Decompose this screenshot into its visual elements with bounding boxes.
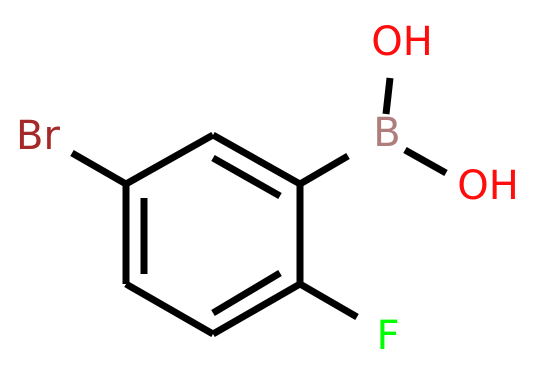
- ring-bond-c5-c6: [124, 280, 215, 338]
- ring-bond-c4-c5: [211, 280, 302, 338]
- hydroxyl-top-label: OH: [371, 19, 433, 65]
- bond-ring-to-fluorine: [298, 280, 359, 321]
- bromine-label: Br: [16, 113, 60, 159]
- bond-boron-to-oh-top: [382, 77, 394, 115]
- bond-boron-to-oh-bottom: [403, 146, 448, 177]
- fluorine-label: F: [376, 313, 399, 359]
- ring-inner-double-bond-top-right: [211, 154, 282, 200]
- bonds: [70, 77, 448, 338]
- ring-bond-c1-c2: [124, 131, 215, 188]
- atom-labels: Br B OH OH F: [16, 19, 519, 359]
- ring-bond-c2-c3: [211, 131, 302, 188]
- bond-ring-to-bromine: [70, 149, 128, 188]
- hydroxyl-bottom-label: OH: [457, 163, 519, 209]
- bond-ring-to-boron: [298, 152, 350, 188]
- boron-label: B: [373, 110, 400, 156]
- ring-inner-double-bond-bottom: [211, 269, 282, 317]
